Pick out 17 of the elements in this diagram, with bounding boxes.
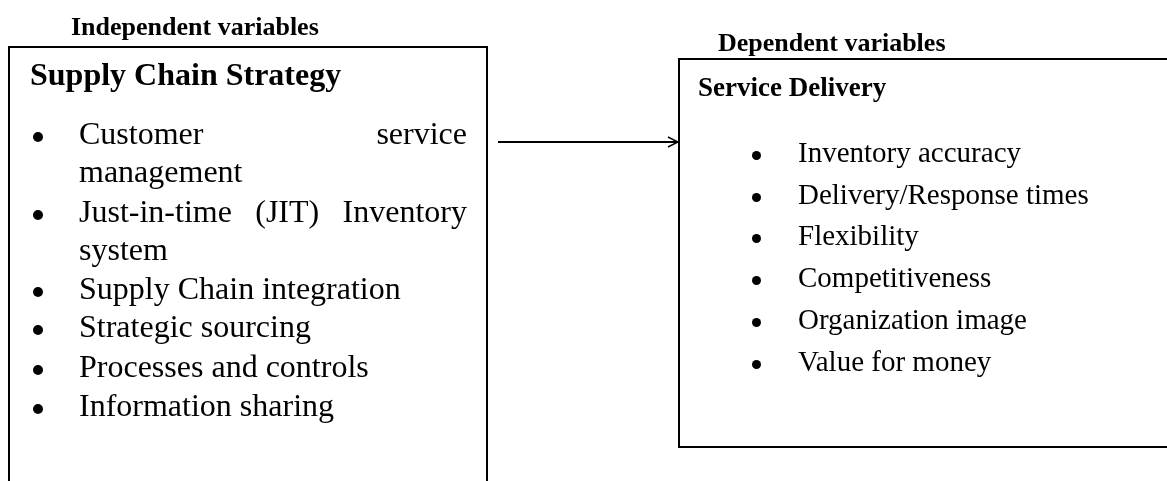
list-item: Supply Chain integration	[79, 270, 402, 308]
list-item: Competitiveness	[798, 261, 993, 295]
box-title: Supply Chain Strategy	[30, 56, 342, 93]
box-title: Service Delivery	[698, 72, 887, 104]
list-item: Flexibility	[798, 219, 920, 253]
list-item: Processes and controls	[79, 348, 370, 386]
column-heading: Dependent variables	[718, 28, 946, 58]
list-item: Strategic sourcing	[79, 308, 312, 346]
arrow	[497, 136, 679, 148]
column-heading: Independent variables	[71, 12, 319, 42]
list-item: Information sharing	[79, 387, 336, 425]
list-item: Just-in-time (JIT) Inventory system	[79, 193, 467, 269]
list-item: Customer service management	[79, 115, 467, 191]
list-item: Inventory accuracy	[798, 136, 1022, 170]
list-item: Organization image	[798, 303, 1028, 337]
list-item: Delivery/Response times	[798, 178, 1090, 212]
list-item: Value for money	[798, 345, 993, 379]
